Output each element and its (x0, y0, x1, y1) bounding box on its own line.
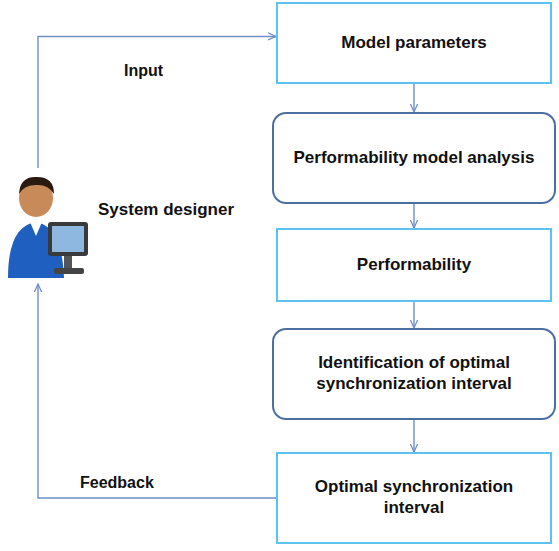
flow-arrow (413, 302, 414, 328)
edge-label: Feedback (78, 474, 156, 492)
flow-arrow (38, 284, 276, 498)
flow-arrow (413, 420, 414, 452)
actor: System designer (2, 170, 252, 282)
person-icon (2, 170, 94, 282)
box-text: Performability (347, 251, 481, 280)
flow-arrow (38, 36, 276, 168)
box-text: Optimal synchronization interval (278, 473, 550, 522)
process-box: Identification of optimal synchronizatio… (272, 328, 556, 420)
input-box: Model parameters (276, 2, 552, 84)
box-text: Model parameters (331, 29, 497, 58)
edge-label: Input (122, 62, 165, 80)
box-text: Performability model analysis (284, 144, 545, 173)
box-text: Identification of optimal synchronizatio… (274, 349, 554, 398)
process-box: Performability model analysis (272, 112, 556, 204)
box-text: System designer (98, 200, 234, 221)
flow-arrow (413, 204, 414, 228)
result-box: Performability (276, 228, 552, 302)
flow-arrow (413, 84, 414, 112)
output-box: Optimal synchronization interval (276, 452, 552, 544)
